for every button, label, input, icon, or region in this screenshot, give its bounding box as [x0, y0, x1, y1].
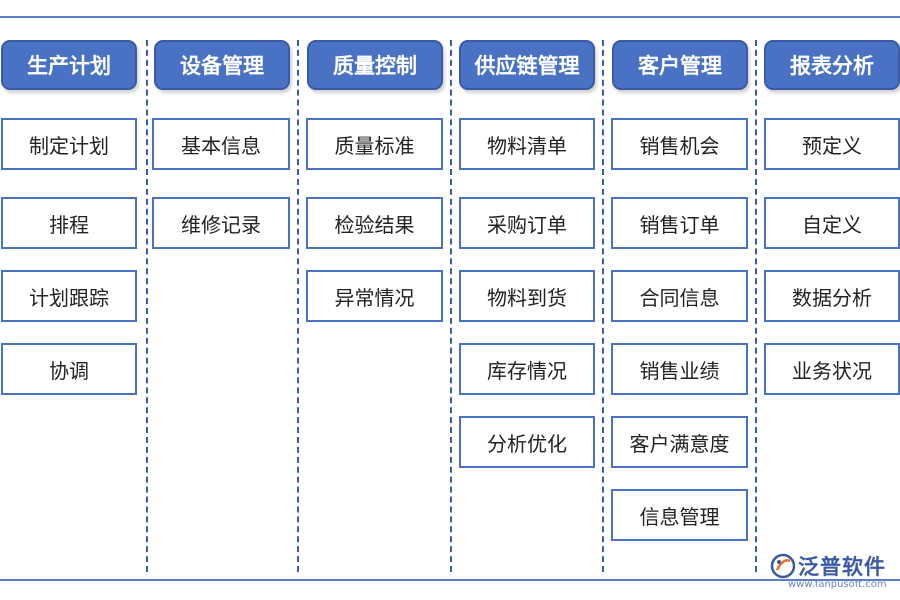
logo-url: www.fanpusoft.com: [788, 579, 887, 590]
item-supply-chain-management-2: 采购订单: [459, 197, 595, 249]
header-quality-control: 质量控制: [307, 40, 443, 90]
column-divider: [297, 40, 299, 572]
item-quality-control-3: 异常情况: [306, 270, 443, 322]
item-supply-chain-management-3: 物料到货: [459, 270, 595, 322]
item-production-planning-1: 制定计划: [1, 118, 137, 170]
item-supply-chain-management-1: 物料清单: [459, 118, 595, 170]
item-report-analysis-4: 业务状况: [764, 343, 900, 395]
header-equipment-management: 设备管理: [154, 40, 290, 90]
item-customer-management-1: 销售机会: [611, 118, 748, 170]
fanpu-logo-icon: [770, 553, 796, 579]
item-customer-management-5: 客户满意度: [611, 416, 748, 468]
column-divider: [755, 40, 757, 572]
item-report-analysis-1: 预定义: [764, 118, 900, 170]
column-divider: [450, 40, 452, 572]
logo-text: 泛普软件: [798, 555, 886, 579]
item-report-analysis-3: 数据分析: [764, 270, 900, 322]
column-divider: [602, 40, 604, 572]
header-production-planning: 生产计划: [1, 40, 137, 90]
item-supply-chain-management-4: 库存情况: [459, 343, 595, 395]
item-customer-management-6: 信息管理: [611, 489, 748, 541]
header-report-analysis: 报表分析: [764, 40, 900, 90]
column-divider: [146, 40, 148, 572]
item-equipment-management-2: 维修记录: [152, 197, 290, 249]
item-equipment-management-1: 基本信息: [152, 118, 290, 170]
item-production-planning-4: 协调: [1, 343, 137, 395]
item-production-planning-2: 排程: [1, 197, 137, 249]
item-customer-management-3: 合同信息: [611, 270, 748, 322]
header-supply-chain-management: 供应链管理: [459, 40, 595, 90]
header-customer-management: 客户管理: [612, 40, 748, 90]
item-production-planning-3: 计划跟踪: [1, 270, 137, 322]
item-supply-chain-management-5: 分析优化: [459, 416, 595, 468]
item-customer-management-2: 销售订单: [611, 197, 748, 249]
item-quality-control-2: 检验结果: [306, 197, 443, 249]
brand-logo: 泛普软件 www.fanpusoft.com: [770, 551, 898, 593]
bottom-rule: [0, 579, 900, 581]
item-quality-control-1: 质量标准: [306, 118, 443, 170]
top-rule: [0, 16, 900, 18]
item-customer-management-4: 销售业绩: [611, 343, 748, 395]
item-report-analysis-2: 自定义: [764, 197, 900, 249]
